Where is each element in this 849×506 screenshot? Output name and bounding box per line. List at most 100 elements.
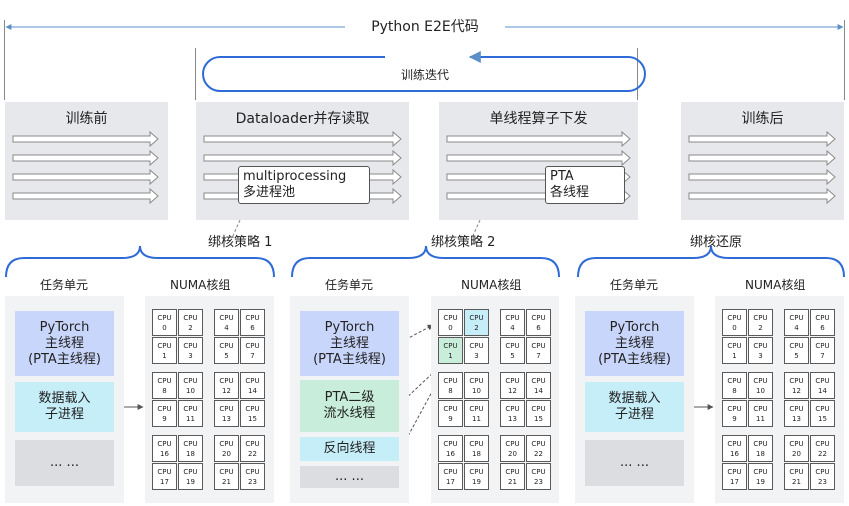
cpu-prefix: CPU	[443, 342, 458, 350]
cpu-number: 6	[250, 324, 255, 332]
cpu-prefix: CPU	[469, 405, 484, 413]
cpu-number: 15	[248, 415, 257, 423]
cpu-number: 10	[472, 387, 481, 395]
numa-header-2: NUMA核组	[461, 278, 522, 292]
cpu-prefix: CPU	[531, 468, 546, 476]
brace-restore	[577, 245, 845, 278]
cpu-number: 4	[510, 324, 515, 332]
task-pytorch-main-1: PyTorch 主线程 (PTA主线程)	[15, 311, 114, 376]
cpu-number: 4	[224, 324, 229, 332]
cpu-number: 13	[222, 415, 231, 423]
cpu-prefix: CPU	[753, 342, 768, 350]
cpu-prefix: CPU	[183, 342, 198, 350]
cpu-number: 10	[186, 387, 195, 395]
cpu-prefix: CPU	[443, 377, 458, 385]
cpu-number: 22	[248, 450, 257, 458]
cpu-number: 18	[472, 450, 481, 458]
cpu-number: 12	[508, 387, 517, 395]
cpu-prefix: CPU	[815, 440, 830, 448]
cpu-number: 23	[248, 478, 257, 486]
task-pytorch-main-3: PyTorch 主线程 (PTA主线程)	[585, 311, 684, 376]
cpu-prefix: CPU	[183, 440, 198, 448]
task-backward-thread: 反向线程	[300, 437, 399, 461]
cpu-number: 23	[534, 478, 543, 486]
cpu-number: 1	[732, 352, 737, 360]
cpu-prefix: CPU	[219, 377, 234, 385]
cpu-number: 13	[508, 415, 517, 423]
cpu-prefix: CPU	[753, 314, 768, 322]
cpu-prefix: CPU	[531, 377, 546, 385]
cpu-number: 21	[222, 478, 231, 486]
cpu-number: 23	[818, 478, 827, 486]
cpu-prefix: CPU	[789, 468, 804, 476]
cpu-number: 1	[448, 352, 453, 360]
cpu-prefix: CPU	[789, 405, 804, 413]
cpu-number: 12	[222, 387, 231, 395]
cpu-number: 7	[820, 352, 825, 360]
cpu-prefix: CPU	[815, 377, 830, 385]
cpu-number: 21	[508, 478, 517, 486]
cpu-prefix: CPU	[443, 405, 458, 413]
cpu-number: 4	[794, 324, 799, 332]
cpu-cell: CPU 12	[500, 372, 525, 399]
cpu-prefix: CPU	[753, 468, 768, 476]
connector-op-dispatch	[471, 219, 481, 239]
cpu-prefix: CPU	[727, 314, 742, 322]
cpu-prefix: CPU	[157, 468, 172, 476]
cpu-cell: CPU 21	[784, 463, 809, 490]
phase-title: 训练后	[741, 111, 784, 127]
phase-title: 训练前	[65, 111, 108, 127]
brace-strategy-2	[291, 245, 560, 278]
cpu-number: 20	[508, 450, 517, 458]
cpu-number: 19	[186, 478, 195, 486]
cpu-prefix: CPU	[815, 314, 830, 322]
cpu-number: 18	[186, 450, 195, 458]
cpu-number: 9	[162, 415, 167, 423]
cpu-number: 14	[248, 387, 257, 395]
cpu-number: 6	[820, 324, 825, 332]
task-data-loader-3: 数据载入 子进程	[585, 382, 684, 432]
cpu-number: 9	[448, 415, 453, 423]
cpu-number: 21	[792, 478, 801, 486]
cpu-cell: CPU 23	[526, 463, 551, 490]
cpu-number: 2	[188, 324, 193, 332]
cpu-prefix: CPU	[727, 468, 742, 476]
cpu-prefix: CPU	[815, 405, 830, 413]
task-header-1: 任务单元	[40, 278, 89, 292]
cpu-prefix: CPU	[245, 440, 260, 448]
cpu-prefix: CPU	[531, 440, 546, 448]
cpu-prefix: CPU	[789, 314, 804, 322]
cpu-prefix: CPU	[505, 377, 520, 385]
strategy-2-label: 绑核策略 2	[431, 235, 496, 250]
cpu-prefix: CPU	[727, 377, 742, 385]
cpu-prefix: CPU	[245, 377, 260, 385]
pta-threads-popup: PTA 各线程	[545, 166, 625, 204]
cpu-number: 15	[818, 415, 827, 423]
cpu-prefix: CPU	[245, 405, 260, 413]
cpu-prefix: CPU	[469, 342, 484, 350]
numa-header-3: NUMA核组	[745, 278, 806, 292]
